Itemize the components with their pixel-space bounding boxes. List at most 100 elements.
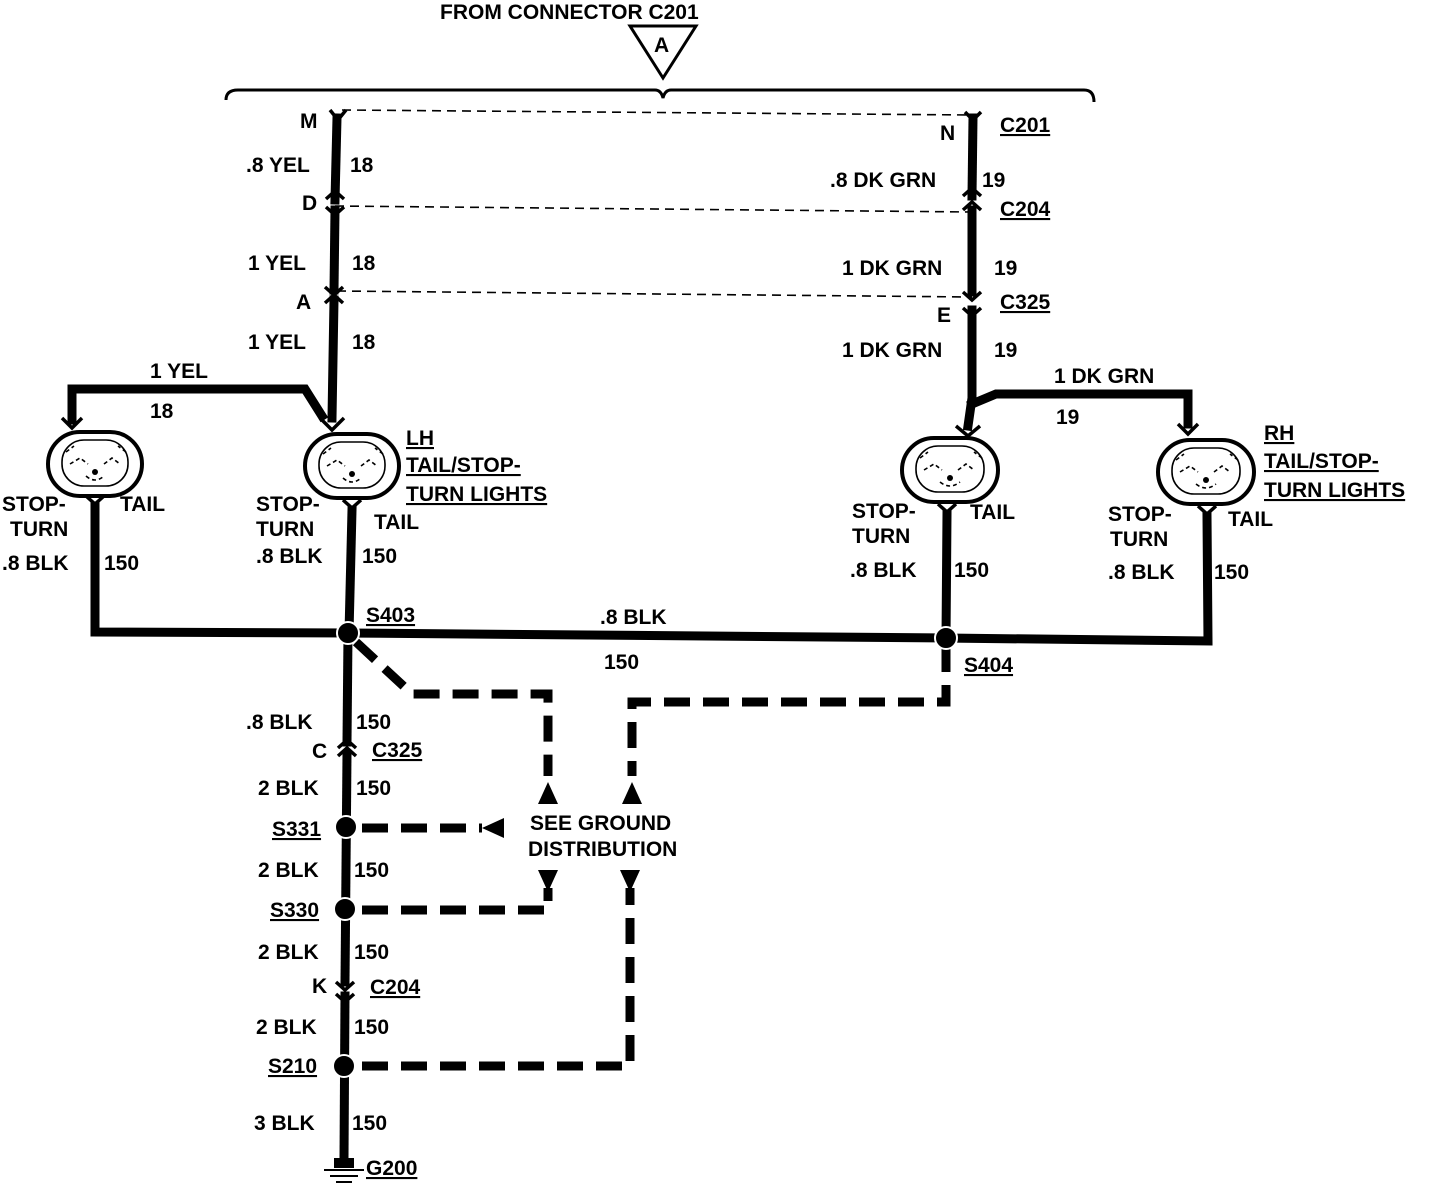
wire-label-1-yel-b: 1 YEL [248,331,306,354]
yel-wire-a-to-lh-inner [327,295,339,423]
wire-circuit-18-b: 18 [352,252,376,275]
wire-label-bus-blk: .8 BLK [600,606,667,629]
terminal-rh-inner-top [954,424,982,439]
gnd-dash-s210 [362,888,635,1071]
terminal-e-lower [961,306,983,319]
wire-label-trunk-3: 2 BLK [258,859,319,882]
wire-circuit-lh-inner-150: 150 [362,545,397,568]
harness-bracket [224,88,1096,103]
blk-wire-lh-inner [344,505,357,638]
splice-s403 [336,621,360,645]
splice-s404-label: S404 [964,654,1013,677]
connector-c201-label: C201 [1000,114,1051,137]
terminal-d-lower [324,205,346,218]
wire-label-rh-inner-blk: .8 BLK [850,559,917,582]
lh-lamp-title-line3: TURN LIGHTS [406,483,547,506]
wire-circuit-trunk-5: 150 [354,1016,389,1039]
terminal-rh-outer-top [1176,422,1200,437]
ground-distribution-line1: SEE GROUND [530,812,671,835]
connector-ref-triangle [627,24,699,81]
splice-s210 [332,1054,356,1078]
wire-circuit-trunk-1: 150 [356,711,391,734]
rh-inner-turn-label: TURN [852,525,910,548]
pin-d-label: D [302,192,317,215]
terminal-c204-r-upper [961,185,983,198]
rh-lamp-title-line1: RH [1264,422,1294,445]
wire-circuit-19-b: 19 [994,257,1017,280]
grn-wire-e-to-rh-inner [962,305,977,432]
wire-circuit-18-d: 18 [150,400,174,423]
lh-inner-tail-label: TAIL [374,511,419,534]
pin-e-label: E [937,304,951,327]
grn-wire-to-rh-outer [966,389,1193,429]
wire-label-lh-inner-blk: .8 BLK [256,545,323,568]
pin-n-label: N [940,122,955,145]
rh-outer-tail-label: TAIL [1228,508,1273,531]
gnd-arrow-down-left [538,870,558,892]
wire-circuit-lh-outer-150: 150 [104,552,139,575]
wire-label-1-yel-a: 1 YEL [248,252,306,275]
wire-label-trunk-6: 3 BLK [254,1112,315,1135]
wire-circuit-trunk-4: 150 [354,941,389,964]
grn-wire-n-to-c204 [967,113,978,201]
splice-s330 [333,897,357,921]
gnd-arrow-up-right [622,782,642,804]
blk-trunk-s403-to-c325 [342,629,353,747]
wire-circuit-trunk-2: 150 [356,777,391,800]
connector-c325-bottom-label: C325 [372,739,423,762]
terminal-m [328,108,348,123]
lh-outer-turn-label: TURN [10,518,68,541]
ground-distribution-line2: DISTRIBUTION [528,838,677,861]
terminal-c-upper [336,737,358,750]
gnd-dash-s330 [362,888,553,915]
terminal-n [963,110,983,123]
wire-label-trunk-1: .8 BLK [246,711,313,734]
rh-outer-turn-label: TURN [1110,528,1168,551]
lh-lamp-title-line1: LH [406,427,434,450]
gnd-arrow-left [482,818,504,838]
splice-s404 [934,626,958,650]
wire-label-trunk-2: 2 BLK [258,777,319,800]
ground-g200-label: G200 [366,1157,417,1180]
wire-label-trunk-4: 2 BLK [258,941,319,964]
rh-inner-stop-label: STOP- [852,500,916,523]
c325-connector-line [336,290,973,298]
pin-a-label: A [296,291,311,314]
terminal-d-upper [324,188,346,201]
terminal-c204-r-lower [961,199,983,212]
pin-k-label: K [312,975,327,998]
gnd-arrow-down-right [620,870,640,892]
wire-label-08-dk-grn: .8 DK GRN [830,169,936,192]
connector-c325-top-label: C325 [1000,291,1051,314]
wire-circuit-rh-outer-150: 150 [1214,561,1249,584]
rh-lamp-title-line2: TAIL/STOP- [1264,450,1379,473]
rh-outer-lamp-socket [1156,438,1256,506]
c201-connector-line [341,109,973,116]
rh-inner-lamp-socket [900,436,1000,504]
terminal-lh-inner-top [318,416,346,433]
gnd-dash-s403 [352,638,553,776]
wire-circuit-19-c: 19 [994,339,1017,362]
splice-s210-label: S210 [268,1055,317,1078]
wire-circuit-rh-inner-150: 150 [954,559,989,582]
blk-bus-s403-to-s404 [343,628,951,643]
wire-label-1-dk-grn-b: 1 DK GRN [842,339,942,362]
splice-s331 [334,815,358,839]
ground-symbol-g200 [324,1158,364,1183]
wire-circuit-19-a: 19 [982,169,1005,192]
yel-wire-m-to-d [330,113,342,205]
c204-connector-line [334,205,973,213]
terminal-k-upper [334,980,356,993]
wire-circuit-18-c: 18 [352,331,376,354]
connector-ref-letter: A [654,34,669,57]
lh-outer-stop-label: STOP- [2,493,66,516]
wire-label-trunk-5: 2 BLK [256,1016,317,1039]
blk-wire-rh-outer [941,511,1213,646]
wire-circuit-19-d: 19 [1056,406,1079,429]
pin-c-label: C [312,740,327,763]
from-connector-label: FROM CONNECTOR C201 [440,1,699,24]
terminal-e-upper [961,290,983,303]
wire-circuit-trunk-6: 150 [352,1112,387,1135]
blk-trunk-c325-to-k [340,749,352,987]
